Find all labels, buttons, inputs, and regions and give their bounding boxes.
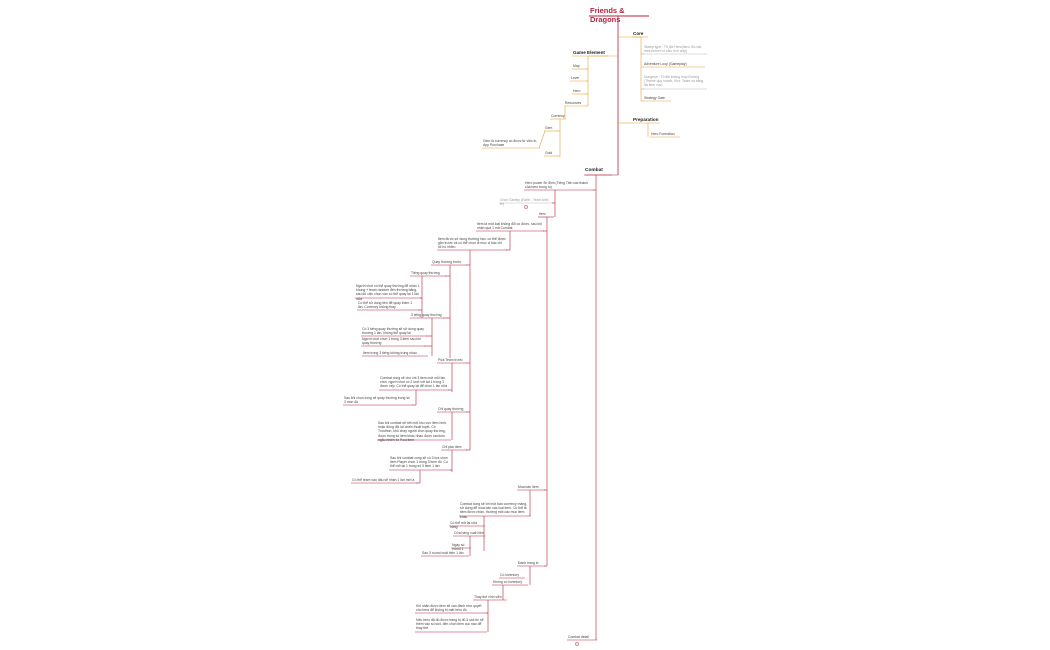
mua-ban-item[interactable]: Mua bán item [518, 485, 539, 489]
item-sub[interactable]: Item được sử dụng thường hạn, có thể đượ… [438, 237, 506, 250]
core-item-dungeon[interactable]: Dungeon : Tổ đội không loop Đường (Theme… [644, 75, 704, 88]
nhieu-quay-desc[interactable]: Có 3 tiếng quay thường sẽ sử dụng quay t… [362, 327, 424, 336]
mua-ban-round-1[interactable]: Ngày số round 1 [452, 543, 465, 552]
game-element-hero[interactable]: Hero [573, 89, 581, 93]
chi-quay-desc[interactable]: Sau khi combat sẽ hết một khu vực item h… [378, 421, 447, 442]
chi-pick-item[interactable]: Chỉ pick item [442, 445, 462, 449]
core-item-stamp[interactable]: Stamp type : Tổ đội Hero(hero, đồ-vật, m… [644, 45, 702, 54]
core-item-strategy[interactable]: Strategy Gate [644, 96, 665, 100]
nhieu-quay-desc2[interactable]: Người chơi chọn 1 trong 3 item sau khi q… [362, 337, 421, 346]
tieng-quay-thuong[interactable]: Tiếng quay thường [411, 271, 440, 275]
combat-intro[interactable]: Hero power ổn định (Tiếng Tiến các thành… [525, 181, 589, 190]
expand-knob[interactable] [524, 205, 528, 209]
mua-ban-desc[interactable]: Combat xong sẽ tới một bán currency mang… [460, 502, 528, 519]
core-item-adventure[interactable]: Adventure Loop (Gameplay) [644, 62, 687, 66]
khong-co-inventory[interactable]: Không có inventory [493, 580, 523, 584]
nhieu-quay-desc3[interactable]: Item trong 3 tiếng không trùng nhau [363, 351, 417, 355]
combat-item-node[interactable]: Item [539, 212, 546, 216]
tieng-quay-desc[interactable]: Người chơi có thể quay thường để nhận 1 … [356, 284, 420, 301]
mua-ban-co-the-mo[interactable]: Có thể mở lại cửa hàng [450, 521, 478, 530]
combat-note-gray[interactable]: Chọn Gamby (Earth - Team kinh tế) [500, 198, 549, 207]
danh-trang-bi[interactable]: Đánh trang bị [518, 561, 539, 565]
currency-gold[interactable]: Gold [545, 151, 553, 155]
tieng-quay-desc2[interactable]: Có thể sử dụng tiền để quay thêm 1 lần. … [358, 301, 413, 310]
thay-the-vinh-vien[interactable]: Thay thế vĩnh viễn [474, 595, 502, 599]
item-desc[interactable]: Item là một loại không đổi có được, sau … [477, 222, 542, 231]
mua-ban-cua-hang[interactable]: Cửa hàng xuất hiện [454, 531, 484, 535]
gem-note[interactable]: Gem là currency có được từ việc In-App P… [483, 139, 538, 148]
nhieu-quay-thuong[interactable]: 3 tiếng quay thường [411, 313, 442, 317]
game-element-resources[interactable]: Resources [565, 101, 582, 105]
thay-the-desc[interactable]: Khi nhận được item sẽ cần đánh như quyết… [416, 604, 482, 613]
expand-knob-bottom[interactable] [575, 642, 579, 646]
quay-thuong-truoc[interactable]: Quay thường trước [432, 260, 462, 264]
pick-item-desc2[interactable]: Sau khi chọn xong sẽ quay thường trong s… [344, 396, 410, 405]
game-element-map[interactable]: Map [573, 64, 580, 68]
chi-pick-desc[interactable]: Sau khi combat xong sẽ có 3 lựa chọn ite… [390, 456, 448, 469]
combat-detail-node[interactable]: Combat detail [568, 635, 589, 639]
pick-item-truoc[interactable]: Pick Team trước [438, 358, 463, 362]
preparation-item-hero-formation[interactable]: Hero Formation [651, 132, 675, 136]
connector-line [538, 130, 546, 149]
game-element-level[interactable]: Level [571, 76, 580, 80]
game-element-currency[interactable]: Currency [551, 114, 565, 118]
currency-gem[interactable]: Gem [545, 126, 553, 130]
chi-pick-desc2[interactable]: Có thể team vào đấu sẽ nhận 1 lần mới ạ [352, 478, 415, 482]
mua-ban-sau-3-round[interactable]: Sau 3 round xuất hiện 1 lần [422, 551, 464, 555]
thay-the-desc2[interactable]: Nếu hero đã đủ được trang bị đủ 3 slot t… [416, 618, 484, 631]
preparation-node[interactable]: Preparation [633, 117, 659, 122]
map-title[interactable]: Friends & Dragons [590, 6, 625, 24]
co-inventory[interactable]: Có inventory [500, 573, 520, 577]
game-element-node[interactable]: Game Element [573, 50, 605, 55]
core-node[interactable]: Core [633, 31, 644, 36]
pick-item-desc[interactable]: Combat xong sẽ cho chi 3 item mới mỗi lầ… [380, 376, 448, 389]
combat-node[interactable]: Combat [585, 168, 603, 173]
chi-quay-thuong[interactable]: Chỉ quay thường [438, 407, 464, 411]
